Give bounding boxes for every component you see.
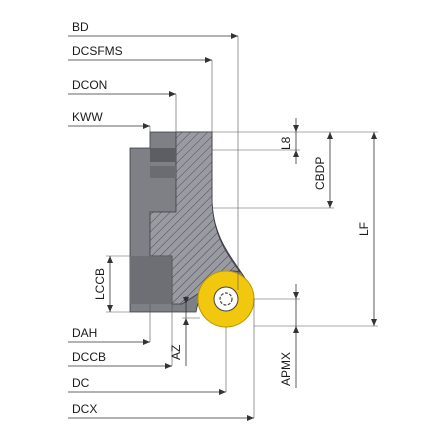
- insert: [197, 270, 255, 328]
- label-dcx: DCX: [72, 402, 97, 416]
- label-dcon: DCON: [72, 78, 107, 92]
- label-lf: LF: [357, 222, 371, 236]
- label-dcsfms: DCSFMS: [72, 44, 123, 58]
- label-apmx: APMX: [279, 352, 293, 386]
- label-dah: DAH: [72, 326, 97, 340]
- label-lccb: LCCB: [93, 268, 107, 300]
- cutter-body: [129, 131, 247, 313]
- label-az: AZ: [169, 345, 183, 360]
- cutter-hatched-section: [149, 131, 241, 305]
- label-bd: BD: [72, 20, 89, 34]
- label-l8: L8: [279, 136, 293, 150]
- label-kww: KWW: [72, 110, 103, 124]
- torx-recess: [219, 292, 233, 306]
- label-dccb: DCCB: [72, 350, 106, 364]
- labels: BD DCSFMS DCON KWW DAH DCCB DC DCX L8 CB…: [72, 20, 371, 416]
- length-dimensions: [107, 118, 377, 388]
- label-dc: DC: [72, 376, 90, 390]
- diameter-leaders: [68, 33, 254, 421]
- keyway-lower: [150, 166, 176, 178]
- label-cbdp: CBDP: [313, 157, 327, 190]
- bore-region: [130, 256, 172, 304]
- keyway: [150, 148, 176, 162]
- extension-lines: [106, 36, 378, 418]
